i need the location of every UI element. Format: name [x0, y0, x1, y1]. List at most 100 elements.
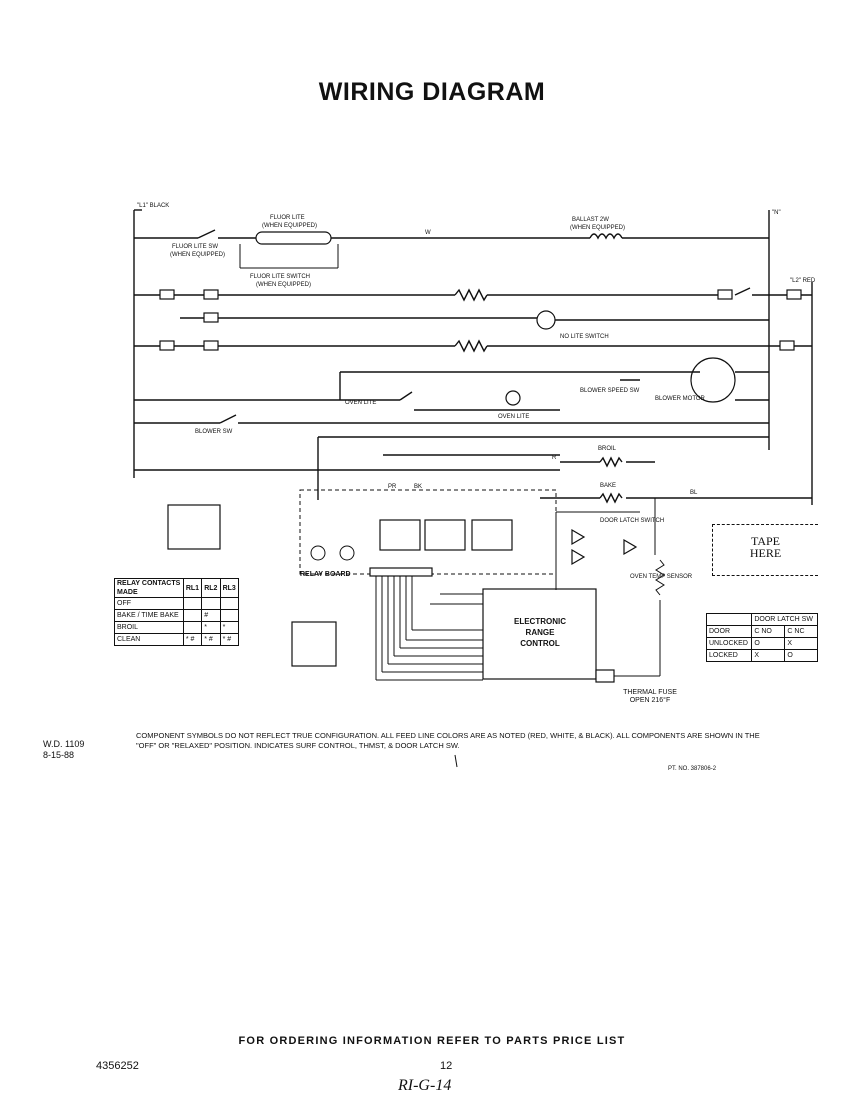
page-number: 12 — [440, 1060, 453, 1072]
relay-table-cell: * # — [182, 633, 203, 646]
page-title: WIRING DIAGRAM — [318, 78, 546, 106]
relay-table-row: BROIL * * — [114, 621, 240, 634]
electronic-range-control — [482, 588, 597, 680]
door-table-row: UNLOCKED O X — [705, 637, 818, 650]
relay-board-label: RELAY BOARD — [300, 571, 351, 578]
wiring-diagram-number: W.D. 1109 8-15-88 — [43, 739, 84, 761]
oven-temp-sensor-label: OVEN TEMP SENSOR — [630, 574, 693, 580]
blower-motor — [690, 357, 736, 403]
erc-line-3: CONTROL — [520, 639, 560, 648]
relay-table-cell: BROIL — [114, 621, 184, 634]
door-table-blank — [705, 613, 753, 626]
electronic-range-control-label: ELECTRONIC RANGE CONTROL — [500, 616, 580, 649]
no-lite-switch-label: NO LITE SWITCH — [560, 334, 609, 340]
part-number: PT. NO. 387806-2 — [668, 766, 717, 772]
notes-line-1: COMPONENT SYMBOLS DO NOT REFLECT TRUE CO… — [136, 731, 760, 740]
erc-line-1: ELECTRONIC — [514, 617, 566, 626]
relay-table-row: CLEAN * # * # * # — [114, 633, 240, 646]
l1-black-label: "L1" BLACK — [137, 203, 169, 209]
relay-table-header-cell: RL1 — [182, 578, 203, 598]
relay-table-cell — [219, 609, 240, 622]
ordering-info-footer: FOR ORDERING INFORMATION REFER TO PARTS … — [238, 1035, 626, 1047]
broil-label: BROIL — [598, 446, 617, 452]
door-table-cell: UNLOCKED — [705, 637, 753, 650]
relay-contacts-header: RELAY CONTACTS — [117, 580, 181, 587]
fluor-lite-when-equipped: (WHEN EQUIPPED) — [262, 223, 317, 229]
ballast-when-equipped: (WHEN EQUIPPED) — [570, 225, 625, 231]
wd-date: 8-15-88 — [43, 750, 75, 760]
blower-sw-label: BLOWER SW — [195, 429, 233, 435]
door-table-cell: X — [784, 637, 818, 650]
relay-table-cell — [201, 597, 221, 610]
door-table-header: DOOR LATCH SW — [751, 613, 818, 626]
relay-table-header-row: RELAY CONTACTS MADE RL1 RL2 RL3 — [114, 578, 240, 598]
relay-table-cell — [182, 609, 203, 622]
door-table-cell: O — [784, 649, 818, 662]
relay-table-cell — [182, 597, 203, 610]
door-table-col: C NO — [751, 625, 786, 638]
wire-pr-label: PR — [388, 484, 397, 490]
door-table-col: C NC — [784, 625, 818, 638]
door-table-row: LOCKED X O — [705, 649, 818, 662]
tape-here-line-2: HERE — [749, 546, 782, 560]
relay-table-cell: BAKE / TIME BAKE — [114, 609, 184, 622]
fluor-lite-switch-label: FLUOR LITE SWITCH — [250, 274, 310, 280]
door-table-col-row: DOOR C NO C NC — [705, 625, 818, 638]
bake-element — [454, 339, 488, 353]
oven-lite-label: OVEN LITE — [498, 414, 529, 420]
ballast-label: BALLAST 2W — [572, 217, 609, 223]
oven-lite-sw-label: OVEN LITE — [345, 400, 376, 406]
fluor-lite-label: FLUOR LITE — [270, 215, 305, 221]
handwritten-note: RI-G-14 — [398, 1077, 452, 1094]
fluor-lite-tube — [255, 231, 332, 245]
door-table-cell: O — [751, 637, 786, 650]
relay-table-row: BAKE / TIME BAKE # — [114, 609, 240, 622]
relay-table-cell — [182, 621, 203, 634]
wd-number: W.D. 1109 — [43, 739, 85, 749]
surface-switch-schematic — [167, 504, 221, 550]
relay-table-cell — [219, 597, 240, 610]
door-latch-table: DOOR LATCH SW DOOR C NO C NC UNLOCKED O … — [705, 613, 818, 662]
relay-table-cell: * # — [201, 633, 221, 646]
wire-r-label: R — [552, 455, 557, 461]
thermal-fuse-line-1: THERMAL FUSE — [623, 689, 677, 696]
relay-table-row: OFF — [114, 597, 240, 610]
notes-line-2: "OFF" OR "RELAXED" POSITION. INDICATES S… — [136, 741, 460, 750]
thermostat-schematic — [291, 621, 337, 667]
blower-speed-sw-label: BLOWER SPEED SW — [580, 388, 640, 394]
n-label: "N" — [772, 210, 781, 216]
relay-table-header-cell: RELAY CONTACTS MADE — [114, 578, 184, 598]
door-table-cell: LOCKED — [705, 649, 753, 662]
relay-table-cell: * # — [219, 633, 240, 646]
broil-resistor — [599, 456, 623, 468]
no-lite-switch-lamp — [536, 310, 556, 330]
relay-made-header: MADE — [117, 589, 138, 596]
wire-bk-label: BK — [414, 484, 422, 490]
tape-here-line-1: TAPE — [750, 534, 781, 548]
relay-board-connector — [369, 567, 433, 577]
thermal-fuse-line-2: OPEN 216°F — [629, 697, 671, 704]
relay-table-cell: CLEAN — [114, 633, 184, 646]
thermal-fuse-label: THERMAL FUSE OPEN 216°F — [620, 689, 680, 705]
relay-table-cell: * — [201, 621, 221, 634]
relay-table-cell: # — [201, 609, 221, 622]
bake-label: BAKE — [600, 483, 616, 489]
oven-temp-sensor — [655, 559, 665, 596]
fluor-lite-switch-when-equipped: (WHEN EQUIPPED) — [256, 282, 311, 288]
broil-element — [454, 288, 488, 302]
door-table-title-row: DOOR LATCH SW — [705, 613, 818, 626]
relay-table-cell: * — [219, 621, 240, 634]
relay-table-header-cell: RL3 — [219, 578, 240, 598]
relay-table-cell: OFF — [114, 597, 184, 610]
fluor-lite-sw-label: FLUOR LITE SW — [172, 244, 218, 250]
ballast-coil — [589, 233, 623, 240]
fluor-lite-sw-when-equipped: (WHEN EQUIPPED) — [170, 252, 225, 258]
bake-resistor — [599, 492, 623, 504]
erc-line-2: RANGE — [525, 628, 555, 637]
oven-lite-bulb — [505, 390, 521, 406]
tape-here-box: TAPE HERE — [712, 524, 818, 576]
door-table-cell: X — [751, 649, 786, 662]
door-latch-switch-label: DOOR LATCH SWITCH — [600, 518, 664, 524]
l2-red-label: "L2" RED — [790, 278, 816, 284]
